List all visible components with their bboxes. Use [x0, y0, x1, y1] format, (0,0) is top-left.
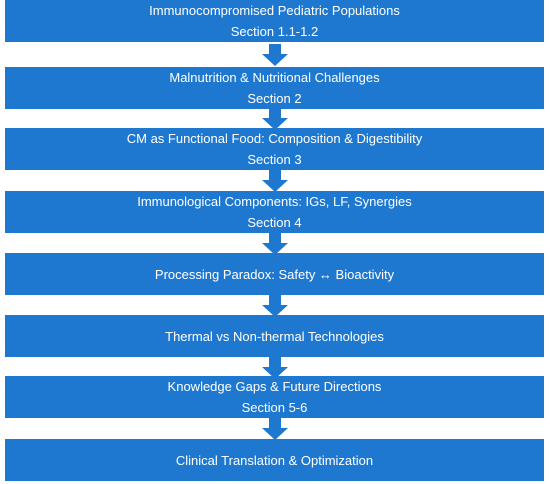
flow-step-title: Clinical Translation & Optimization: [175, 452, 374, 468]
arrow-down-icon: [262, 44, 288, 66]
arrow-down-icon: [262, 233, 288, 255]
flow-step-title: Malnutrition & Nutritional Challenges: [169, 70, 380, 85]
flow-step-5: Processing Paradox: Safety ↔ Bioactivity: [5, 253, 544, 295]
flow-step-title: CM as Functional Food: Composition & Dig…: [126, 131, 423, 146]
flow-step-7: Knowledge Gaps & Future Directions Secti…: [5, 376, 544, 418]
flow-step-4: Immunological Components: IGs, LF, Syner…: [5, 191, 544, 233]
flow-step-8: Clinical Translation & Optimization: [5, 439, 544, 481]
flow-step-title: Thermal vs Non-thermal Technologies: [165, 328, 384, 344]
flow-step-title: Knowledge Gaps & Future Directions: [167, 379, 382, 394]
flow-step-1: Immunocompromised Pediatric Populations …: [5, 0, 544, 42]
flow-step-title: Immunological Components: IGs, LF, Syner…: [137, 194, 412, 209]
flow-step-section: Section 5-6: [241, 400, 308, 415]
arrow-down-icon: [262, 357, 288, 379]
flow-step-6: Thermal vs Non-thermal Technologies: [5, 315, 544, 357]
flow-step-section: Section 4: [247, 215, 302, 230]
flow-step-section: Section 1.1-1.2: [230, 24, 319, 39]
arrow-down-icon: [262, 418, 288, 440]
flow-step-section: Section 2: [247, 91, 302, 106]
flow-step-section: Section 3: [247, 152, 302, 167]
flow-step-title: Immunocompromised Pediatric Populations: [149, 3, 400, 18]
flow-step-2: Malnutrition & Nutritional Challenges Se…: [5, 67, 544, 109]
arrow-down-icon: [262, 170, 288, 192]
flow-step-3: CM as Functional Food: Composition & Dig…: [5, 128, 544, 170]
arrow-down-icon: [262, 295, 288, 317]
arrow-down-icon: [262, 108, 288, 130]
flow-step-title: Processing Paradox: Safety ↔ Bioactivity: [154, 266, 395, 282]
